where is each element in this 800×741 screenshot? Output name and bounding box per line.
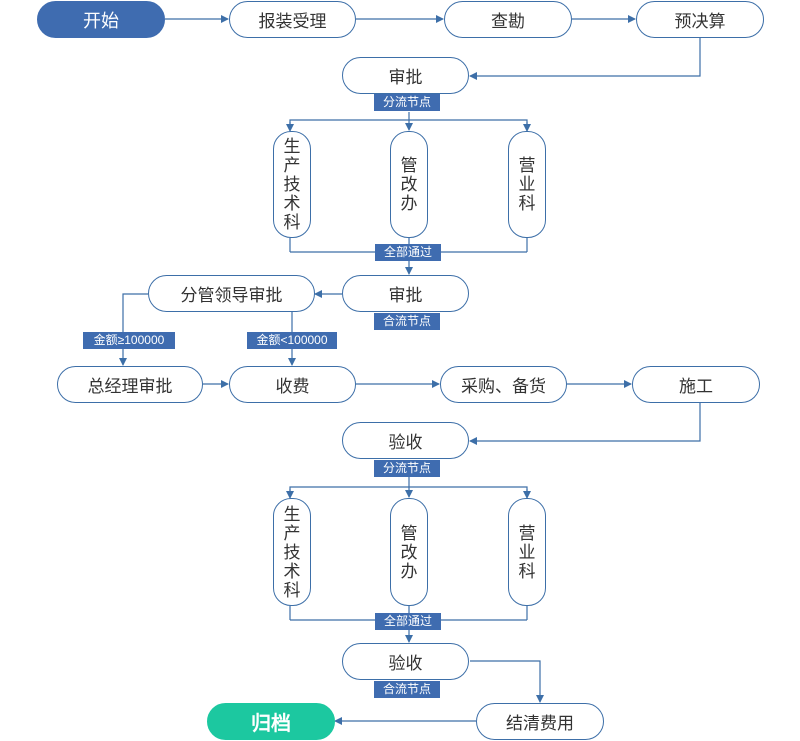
gm-approve-node: 总经理审批 [57,366,203,403]
reform-office-label-1: 管改办 [400,156,418,213]
amount-gte-tag: 金额≥100000 [83,332,175,349]
sales-dept-label-2: 营业科 [518,523,536,581]
all-pass-tag-1: 全部通过 [375,244,441,261]
reform-office-node-2: 管改办 [390,498,428,606]
start-node: 开始 [37,1,165,38]
amount-lt-tag: 金额<100000 [247,332,337,349]
charge-node: 收费 [229,366,356,403]
merge-tag-1: 合流节点 [374,313,440,330]
archive-node: 归档 [207,703,335,740]
apply-node: 报装受理 [229,1,356,38]
merge-tag-2: 合流节点 [374,681,440,698]
inspect-node-1: 验收 [342,422,469,459]
manager-approve-node: 分管领导审批 [148,275,315,312]
sales-dept-node-2: 营业科 [508,498,546,606]
prod-tech-dept-label-1: 生产技术科 [283,137,301,232]
split-tag-2: 分流节点 [374,460,440,477]
reform-office-label-2: 管改办 [400,523,418,581]
reform-office-node-1: 管改办 [390,131,428,238]
all-pass-tag-2: 全部通过 [375,613,441,630]
survey-node: 查勘 [444,1,572,38]
prod-tech-dept-label-2: 生产技术科 [283,504,301,600]
sales-dept-node-1: 营业科 [508,131,546,238]
approve-node-2: 审批 [342,275,469,312]
prod-tech-dept-node-2: 生产技术科 [273,498,311,606]
purchase-node: 采购、备货 [440,366,567,403]
split-tag-1: 分流节点 [374,94,440,111]
approve-node-1: 审批 [342,57,469,94]
settle-node: 结清费用 [476,703,604,740]
prod-tech-dept-node-1: 生产技术科 [273,131,311,238]
budget-node: 预决算 [636,1,764,38]
inspect-node-2: 验收 [342,643,469,680]
construct-node: 施工 [632,366,760,403]
sales-dept-label-1: 营业科 [518,156,536,213]
